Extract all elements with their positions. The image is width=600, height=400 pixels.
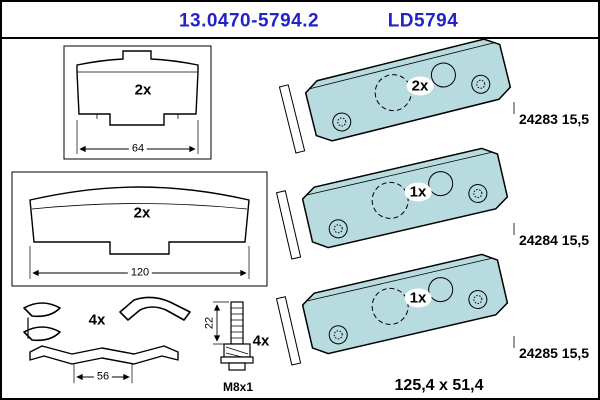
- bolt-qty-label: 4x: [252, 332, 270, 350]
- pad-dim-label: 120: [127, 267, 153, 279]
- dimension-22: [213, 301, 229, 345]
- clips-dim-label: 56: [93, 371, 113, 383]
- pad-outline-drawing: [11, 171, 268, 287]
- brake-pad-2-drawing: [275, 141, 511, 260]
- part-number-title: 13.0470-5794.2: [178, 10, 320, 32]
- pad-size-label: 125,4 x 51,4: [394, 377, 484, 394]
- pad1-part-number: 24283 15,5: [518, 111, 590, 127]
- brake-pad-1-drawing: [278, 32, 515, 154]
- bolt-drawing: [213, 301, 254, 371]
- brake-pads-drawing: [275, 32, 515, 366]
- pad2-part-number: 24284 15,5: [518, 232, 590, 248]
- pad-qty-label: 2x: [133, 204, 151, 222]
- bolt-thread-label: M8x1: [222, 380, 254, 394]
- clips-drawing: [23, 296, 191, 384]
- pad1-qty-label: 2x: [406, 76, 434, 96]
- backplate-drawing: [63, 45, 212, 160]
- pad3-qty-label: 1x: [404, 288, 432, 308]
- pad2-qty-label: 1x: [404, 182, 432, 202]
- bolt-dim-label: 22: [203, 314, 216, 332]
- pad3-part-number: 24285 15,5: [518, 345, 590, 361]
- reference-code: LD5794: [387, 10, 459, 32]
- backplate-dim-label: 64: [128, 143, 148, 155]
- backplate-qty-label: 2x: [134, 81, 152, 99]
- brake-pad-3-drawing: [275, 247, 511, 366]
- clips-qty-label: 4x: [88, 311, 106, 329]
